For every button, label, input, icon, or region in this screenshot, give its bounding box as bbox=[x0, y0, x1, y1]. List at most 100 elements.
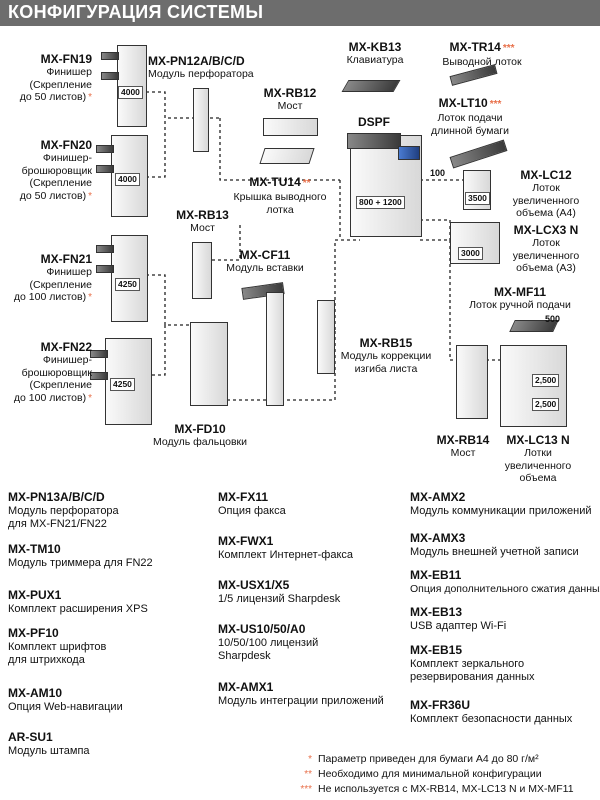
option-code: MX-EB13 bbox=[410, 605, 463, 619]
mx-lt10-asterisk: *** bbox=[489, 99, 502, 110]
mx-fn19-desc-1: Финишер bbox=[46, 66, 92, 78]
mx-tu14-code: MX-TU14 bbox=[249, 175, 301, 189]
label-mx-cf11: MX-CF11 Модуль вставки bbox=[225, 248, 305, 275]
mx-pn12-illustration bbox=[193, 88, 209, 152]
option-desc: для MX-FN21/FN22 bbox=[8, 518, 107, 530]
option-desc: Опция факса bbox=[218, 505, 286, 517]
option-desc: Модуль триммера для FN22 bbox=[8, 557, 153, 569]
mx-fn22-desc-3: (Скрепление bbox=[29, 379, 92, 391]
mx-fn22-tray bbox=[90, 350, 108, 358]
option-code: MX-PN13A/B/C/D bbox=[8, 490, 105, 504]
header-bar: КОНФИГУРАЦИЯ СИСТЕМЫ bbox=[0, 0, 600, 26]
mx-fn21-tray bbox=[96, 245, 114, 253]
option-code: MX-PUX1 bbox=[8, 588, 62, 602]
mx-rb15-code: MX-RB15 bbox=[359, 336, 413, 350]
mx-lcx3-code: MX-LCX3 N bbox=[513, 223, 579, 237]
mx-fn19-tray bbox=[101, 52, 119, 60]
option-desc: Модуль коммуникации приложений bbox=[410, 505, 592, 517]
mx-rb12-desc-1: Мост bbox=[277, 100, 303, 112]
mx-rb13-code: MX-RB13 bbox=[176, 208, 229, 222]
option-mx-amx2: MX-AMX2 Модуль коммуникации приложений bbox=[410, 490, 591, 518]
option-mx-amx1: MX-AMX1 Модуль интеграции приложений bbox=[218, 680, 384, 708]
option-desc: 10/50/100 лицензий bbox=[218, 637, 319, 649]
footnote-mark: *** bbox=[300, 784, 312, 795]
label-mx-fn20: MX-FN20 Финишер- брошюровщик (Скрепление… bbox=[4, 138, 92, 203]
option-desc: 1/5 лицензий Sharpdesk bbox=[218, 593, 341, 605]
mx-fn19-code: MX-FN19 bbox=[40, 52, 92, 66]
option-desc: Комплект безопасности данных bbox=[410, 713, 573, 725]
main-device-scanner bbox=[347, 133, 401, 149]
mx-fn21-asterisk: * bbox=[88, 292, 92, 303]
main-device-capacity: 800 + 1200 bbox=[356, 196, 405, 209]
option-code: MX-FR36U bbox=[410, 698, 471, 712]
mx-fn22-capacity: 4250 bbox=[110, 378, 135, 391]
option-code: AR-SU1 bbox=[8, 730, 53, 744]
option-code: MX-EB11 bbox=[410, 568, 462, 582]
label-mx-rb12: MX-RB12 Мост bbox=[255, 86, 325, 113]
main-device-panel bbox=[398, 146, 420, 160]
label-mx-tr14: MX-TR14*** Выводной лоток bbox=[432, 40, 532, 69]
mx-lc13-code: MX-LC13 N bbox=[506, 433, 570, 447]
option-mx-usx1: MX-USX1/X5 1/5 лицензий Sharpdesk bbox=[218, 578, 340, 606]
mx-fn21-code: MX-FN21 bbox=[40, 252, 92, 266]
mx-rb13-desc-1: Мост bbox=[190, 222, 215, 234]
mx-fn20-tray bbox=[96, 145, 114, 153]
mx-kb13-desc-1: Клавиатура bbox=[346, 54, 404, 66]
mx-fd10-desc-1: Модуль фальцовки bbox=[153, 436, 247, 448]
mx-fn22-desc-1: Финишер- bbox=[42, 354, 92, 366]
option-desc: резервирования данных bbox=[410, 671, 535, 683]
mx-fn21-tray-lower bbox=[96, 265, 114, 273]
option-code: MX-USX1/X5 bbox=[218, 578, 290, 592]
option-mx-eb11: MX-EB11 Опция дополнительного сжатия дан… bbox=[410, 568, 600, 596]
mx-fn22-tray-lower bbox=[90, 372, 108, 380]
mx-fn22-desc-4: до 100 листов) bbox=[13, 391, 87, 404]
mx-tr14-asterisk: *** bbox=[502, 43, 515, 54]
label-mx-fn21: MX-FN21 Финишер (Скрепление до 100 листо… bbox=[4, 252, 92, 305]
label-dspf: DSPF bbox=[358, 115, 390, 129]
label-mx-fn22: MX-FN22 Финишер- брошюровщик (Скрепление… bbox=[4, 340, 92, 405]
option-mx-amx3: MX-AMX3 Модуль внешней учетной записи bbox=[410, 531, 579, 559]
mx-cf11-code: MX-CF11 bbox=[239, 248, 291, 262]
option-mx-eb13: MX-EB13 USB адаптер Wi-Fi bbox=[410, 605, 506, 633]
mx-fn20-tray-lower bbox=[96, 165, 114, 173]
footnote-text: Не используется с MX-RB14, MX-LC13 N и M… bbox=[318, 783, 574, 795]
mx-fn19-asterisk: * bbox=[88, 92, 92, 103]
page-title: КОНФИГУРАЦИЯ СИСТЕМЫ bbox=[8, 2, 264, 22]
option-code: MX-AM10 bbox=[8, 686, 63, 700]
mx-fn20-desc-2: брошюровщик bbox=[21, 164, 92, 177]
mx-lc13-desc-3: объема bbox=[519, 472, 557, 484]
mx-lcx3-desc-2: увеличенного bbox=[512, 249, 580, 262]
label-mx-lcx3: MX-LCX3 N Лоток увеличенного объема (A3) bbox=[505, 223, 587, 275]
mx-fn22-code: MX-FN22 bbox=[40, 340, 92, 354]
mx-fn19-tray-lower bbox=[101, 72, 119, 80]
mx-fn20-desc-3: (Скрепление bbox=[29, 177, 92, 189]
option-code: MX-AMX1 bbox=[218, 680, 274, 694]
option-code: MX-TM10 bbox=[8, 542, 61, 556]
mx-lt10-code: MX-LT10 bbox=[438, 96, 488, 110]
option-desc: Комплект Интернет-факса bbox=[218, 549, 353, 561]
option-desc: Модуль штампа bbox=[8, 745, 90, 757]
option-code: MX-FX11 bbox=[218, 490, 269, 504]
option-desc: для штрихкода bbox=[8, 654, 85, 666]
mx-fd10-illustration bbox=[190, 322, 228, 406]
mx-rb14-illustration bbox=[456, 345, 488, 419]
option-desc: Комплект расширения XPS bbox=[8, 603, 148, 615]
mx-lc12-desc-2: увеличенного bbox=[512, 194, 580, 207]
option-mx-fr36u: MX-FR36U Комплект безопасности данных bbox=[410, 698, 572, 726]
bypass-tray-capacity: 100 bbox=[430, 168, 446, 178]
label-mx-kb13: MX-KB13 Клавиатура bbox=[335, 40, 415, 67]
option-mx-fx11: MX-FX11 Опция факса bbox=[218, 490, 286, 518]
label-mx-fd10: MX-FD10 Модуль фальцовки bbox=[145, 422, 255, 449]
option-mx-fwx1: MX-FWX1 Комплект Интернет-факса bbox=[218, 534, 353, 562]
dspf-code: DSPF bbox=[358, 115, 391, 129]
mx-mf11-desc-1: Лоток ручной подачи bbox=[469, 299, 571, 311]
mx-pn12-code: MX-PN12A/B/C/D bbox=[148, 54, 245, 68]
mx-fn19-desc-3: до 50 листов) bbox=[19, 91, 87, 103]
mx-rb15-desc-2: изгиба листа bbox=[354, 362, 418, 375]
mx-lcx3-capacity: 3000 bbox=[458, 247, 483, 260]
mx-lc13-capacity-lower: 2,500 bbox=[532, 398, 560, 411]
option-code: MX-AMX3 bbox=[410, 531, 466, 545]
footnote-3: *** Не используется с MX-RB14, MX-LC13 N … bbox=[290, 782, 574, 797]
option-desc: Модуль перфоратора bbox=[8, 505, 119, 517]
option-desc: Опция дополнительного сжатия данных bbox=[410, 583, 600, 595]
